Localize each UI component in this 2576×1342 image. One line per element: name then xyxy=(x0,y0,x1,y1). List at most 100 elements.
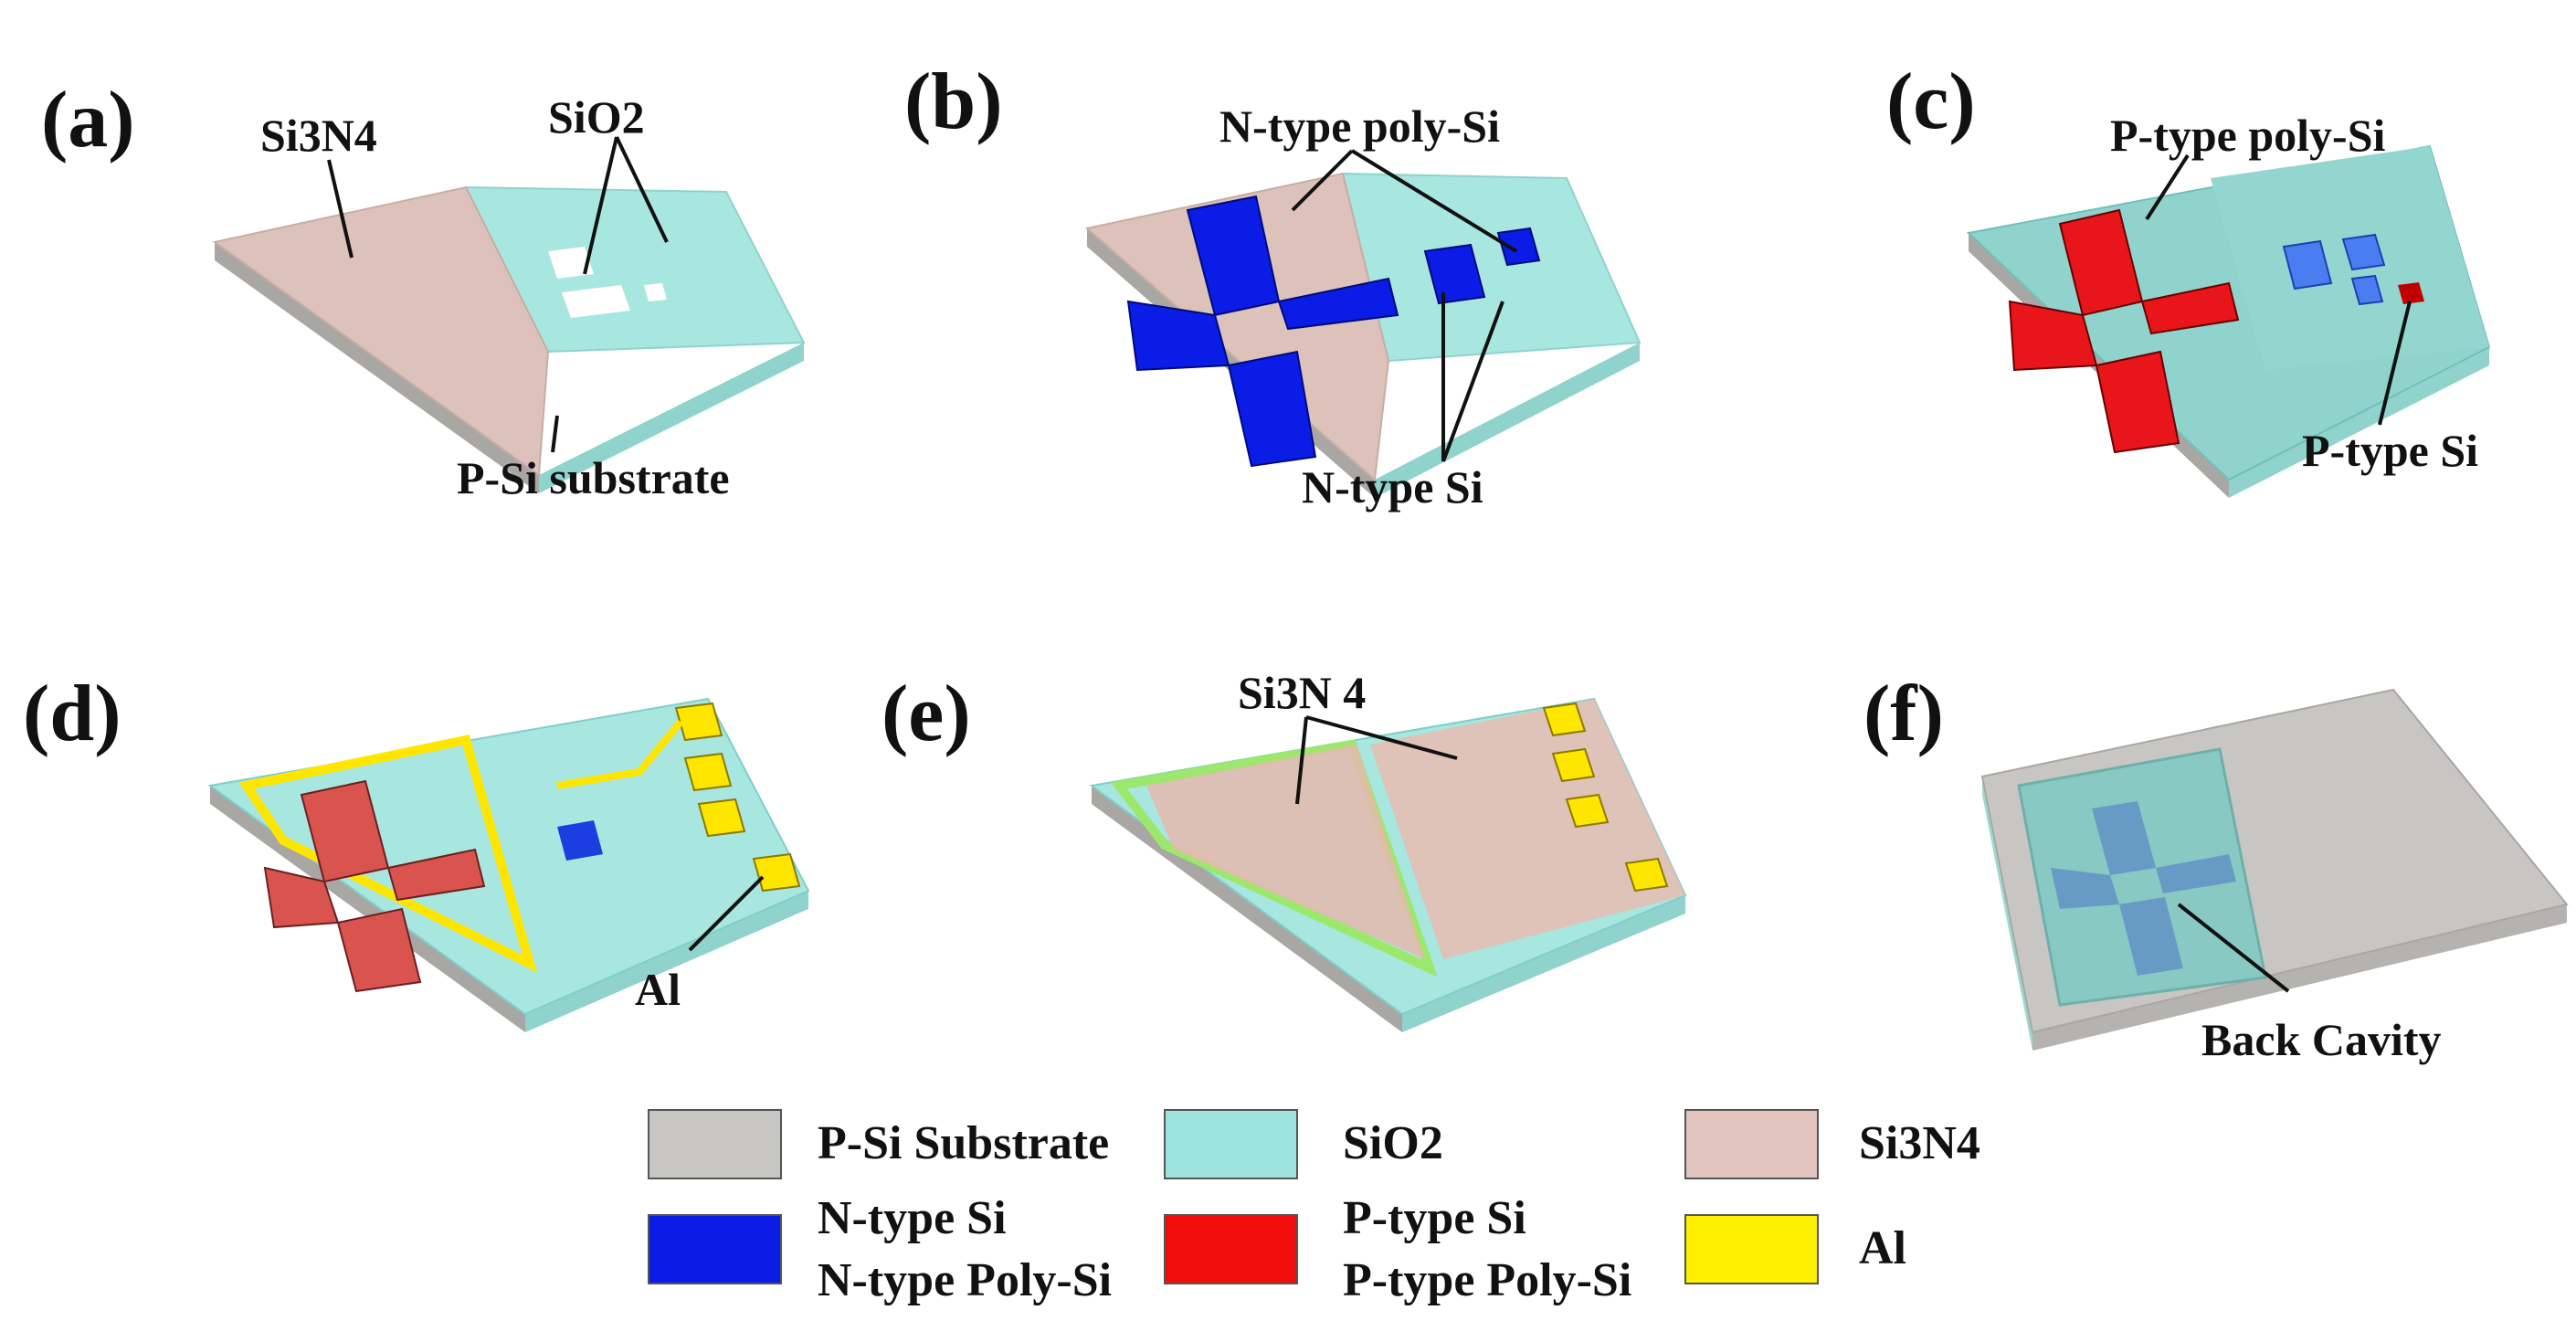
sio2-openings-a3 xyxy=(644,283,667,301)
cavity-pile-left-f xyxy=(2051,868,2119,909)
leader-cavity-f xyxy=(2177,903,2290,993)
leader-psi-c xyxy=(2378,301,2412,426)
leader-npoly-b1 xyxy=(1291,149,1354,212)
sio2-openings-a2 xyxy=(562,285,630,318)
thermopile-bottom-d xyxy=(336,907,422,993)
legend-label-n-type-2: N-type Poly-Si xyxy=(818,1254,1112,1306)
sio2-openings-a xyxy=(548,247,594,279)
label-si3n4-a: Si3N4 xyxy=(260,110,377,161)
legend-label-psi-substrate: P-Si Substrate xyxy=(818,1117,1109,1169)
leader-si3n4-a xyxy=(327,159,354,259)
legend-item-p-type: P-type Si P-type Poly-Si xyxy=(1164,1192,1631,1306)
cavity-thermopile-f xyxy=(2051,801,2236,976)
n-si-pads-c xyxy=(2282,233,2386,306)
label-cavity-f: Back Cavity xyxy=(2201,1014,2442,1065)
legend-item-si3n4: Si3N4 xyxy=(1684,1109,1980,1179)
legend-item-sio2: SiO2 xyxy=(1164,1109,1443,1179)
al-pad-e2 xyxy=(1551,747,1596,783)
n-poly-thermopiles-b xyxy=(1126,195,1399,468)
back-cavity-f xyxy=(2017,747,2267,1007)
legend-swatch-al xyxy=(1684,1214,1819,1284)
panel-tag-b: (b) xyxy=(904,58,1003,146)
chip-side-a2 xyxy=(539,343,804,493)
cavity-pile-bottom-f xyxy=(2119,897,2183,976)
legend-item-n-type: N-type Si N-type Poly-Si xyxy=(648,1192,1112,1306)
thermopile-right-b xyxy=(1277,277,1399,331)
al-pad-d2 xyxy=(683,752,733,792)
al-traces-d xyxy=(556,719,684,789)
n-si-pads-b xyxy=(1423,227,1541,305)
thermopile-right-c xyxy=(2140,281,2240,335)
n-si-pad-c2 xyxy=(2341,233,2386,271)
si3n4-cover-e2 xyxy=(1370,699,1685,959)
panel-tag-a: (a) xyxy=(41,76,135,164)
thermopile-bottom-b xyxy=(1227,350,1317,468)
leader-ppoly-c xyxy=(2145,153,2190,221)
chip-side-d2 xyxy=(525,891,808,1032)
n-si-d xyxy=(557,820,603,861)
panel-tag-e: (e) xyxy=(882,670,971,758)
leader-sio2-a1 xyxy=(583,136,618,275)
thermopile-right-d xyxy=(386,848,486,902)
label-npoly-b: N-type poly-Si xyxy=(1219,100,1500,152)
label-psi-c: P-type Si xyxy=(2302,425,2478,476)
panel-f: (f) Back Cavity xyxy=(1863,670,2569,1065)
chip-side-c2 xyxy=(2229,347,2489,498)
leader-substrate-a xyxy=(551,415,559,453)
leader-si3n4-e2 xyxy=(1305,715,1458,760)
n-si-pad-c1 xyxy=(2282,239,2333,291)
label-substrate-a: P-Si substrate xyxy=(457,452,730,503)
label-nsi-b: N-type Si xyxy=(1302,461,1483,512)
legend-label-sio2: SiO2 xyxy=(1343,1117,1443,1169)
legend-swatch-si3n4 xyxy=(1684,1109,1819,1179)
legend-label-al: Al xyxy=(1859,1222,1906,1274)
leader-si3n4-e1 xyxy=(1295,716,1308,805)
legend: P-Si Substrate SiO2 Si3N4 N-type Si N-ty… xyxy=(648,1109,1980,1306)
legend-swatch-p-type xyxy=(1164,1214,1298,1284)
n-si-pad-b2 xyxy=(1496,227,1541,267)
p-si-pad-c xyxy=(2398,282,2424,304)
thermopile-d xyxy=(263,779,486,993)
n-si-pad-c3 xyxy=(2350,274,2384,306)
cavity-pile-top-f xyxy=(2092,801,2156,875)
legend-label-p-type-2: P-type Poly-Si xyxy=(1343,1254,1631,1306)
panel-e: (e) Si3N 4 xyxy=(882,667,1687,1032)
al-contacts-d xyxy=(674,702,801,893)
sio2-region-d xyxy=(207,697,810,1016)
al-pads-e xyxy=(1542,702,1669,893)
leader-sio2-a2 xyxy=(615,136,669,243)
n-si-pad-b1 xyxy=(1423,243,1486,305)
thermopile-bottom-c xyxy=(2095,350,2180,454)
al-pad-e1 xyxy=(1542,702,1587,737)
si3n4-cover-e1 xyxy=(1146,745,1425,959)
panel-a: (a) Si3N4 SiO2 P-Si substrate xyxy=(41,76,806,503)
label-ppoly-c: P-type poly-Si xyxy=(2110,110,2386,161)
al-pad-e3 xyxy=(1565,793,1610,829)
legend-label-n-type-1: N-type Si xyxy=(818,1192,1007,1244)
label-sio2-a: SiO2 xyxy=(548,91,645,143)
leader-nsi-b2 xyxy=(1441,301,1504,462)
legend-item-al: Al xyxy=(1684,1214,1906,1284)
al-frame-d xyxy=(238,734,537,973)
panel-tag-f: (f) xyxy=(1863,670,1944,758)
chip-side-a xyxy=(215,242,539,493)
chip-side-e2 xyxy=(1402,895,1685,1032)
panel-d: (d) Al xyxy=(23,670,810,1032)
al-pad-d4 xyxy=(752,852,801,893)
al-pad-e4 xyxy=(1624,857,1669,893)
legend-swatch-psi-substrate xyxy=(648,1109,782,1179)
leader-al-d xyxy=(688,875,765,952)
al-pad-d3 xyxy=(697,798,746,838)
legend-swatch-n-type xyxy=(648,1214,782,1284)
panel-b: (b) N-type poly-Si N-type Si xyxy=(904,58,1642,512)
al-pad-d1 xyxy=(674,702,723,742)
green-frame-e xyxy=(1111,739,1438,977)
chip-side-f2 xyxy=(2032,904,2567,1051)
si3n4-region-a xyxy=(212,185,550,477)
label-al-d: Al xyxy=(635,964,681,1015)
panel-tag-d: (d) xyxy=(23,670,121,758)
legend-label-p-type-1: P-type Si xyxy=(1343,1192,1526,1244)
p-poly-thermopiles-c xyxy=(2008,208,2240,454)
legend-item-psi-substrate: P-Si Substrate xyxy=(648,1109,1109,1179)
